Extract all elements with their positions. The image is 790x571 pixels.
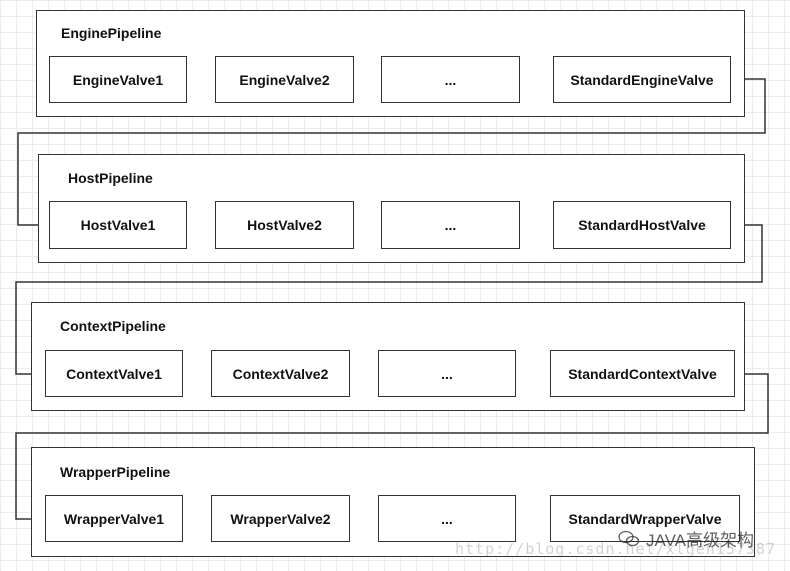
engine-valve-2: EngineValve2 bbox=[215, 56, 354, 103]
wrapper-valve-ellipsis: ... bbox=[378, 495, 516, 542]
host-valve-2: HostValve2 bbox=[215, 201, 354, 249]
watermark-brand-text: JAVA高级架构 bbox=[646, 531, 754, 550]
host-pipeline-title: HostPipeline bbox=[68, 170, 153, 186]
engine-valve-ellipsis: ... bbox=[381, 56, 520, 103]
standard-engine-valve: StandardEngineValve bbox=[553, 56, 731, 103]
engine-pipeline-title: EnginePipeline bbox=[61, 25, 162, 41]
wrapper-valve-1: WrapperValve1 bbox=[45, 495, 183, 542]
watermark-brand: JAVA高级架构 bbox=[618, 526, 754, 551]
context-pipeline-title: ContextPipeline bbox=[60, 318, 166, 334]
connector-engine-to-host bbox=[17, 78, 766, 230]
host-valve-ellipsis: ... bbox=[381, 201, 520, 249]
standard-context-valve: StandardContextValve bbox=[550, 350, 735, 397]
context-valve-1: ContextValve1 bbox=[45, 350, 183, 397]
context-valve-ellipsis: ... bbox=[378, 350, 516, 397]
connector-context-to-wrapper bbox=[15, 373, 769, 524]
host-valve-1: HostValve1 bbox=[49, 201, 187, 249]
context-valve-2: ContextValve2 bbox=[211, 350, 350, 397]
watermark-url: http://blog.csdn.net/xlgen157387 bbox=[455, 540, 776, 558]
wrapper-valve-2: WrapperValve2 bbox=[211, 495, 350, 542]
wechat-icon bbox=[618, 530, 640, 546]
standard-wrapper-valve: StandardWrapperValve bbox=[550, 495, 740, 542]
wrapper-pipeline-title: WrapperPipeline bbox=[60, 464, 171, 480]
engine-valve-1: EngineValve1 bbox=[49, 56, 187, 103]
connector-host-to-context bbox=[15, 224, 763, 379]
standard-host-valve: StandardHostValve bbox=[553, 201, 731, 249]
